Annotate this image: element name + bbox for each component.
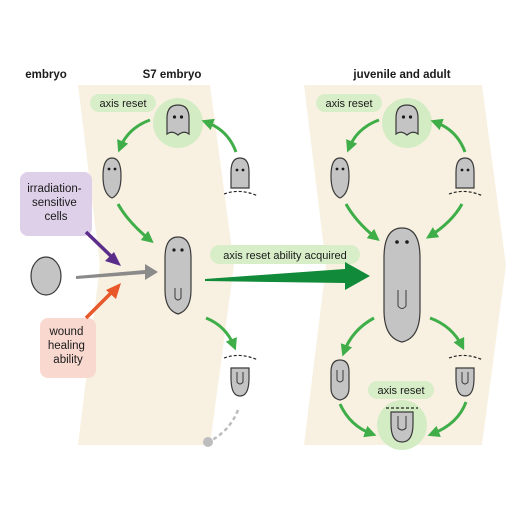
wound-healing-ability-box [40,318,96,378]
adult-bottom-fragment-pharynx [397,416,407,431]
adult-arrow-bottom-right [427,401,468,438]
adult-cut-line-bottom [448,354,484,361]
adult-arrow-right-top [430,118,467,153]
s7-arrow-right-top [201,118,238,153]
adult-bottom-left-pharynx [336,370,344,383]
s7-embryo-worm-eye [172,248,176,252]
s7-embryo-worm-eye [180,248,184,252]
adult-left-fragment-eye [341,167,345,171]
adult-arrow-left-down [344,203,380,241]
adult-tail-fragment [455,367,475,397]
s7-left-fragment-eye [107,167,111,171]
adult-worm-eye [405,240,409,244]
purple-arrow [84,230,116,261]
adult-arrow-down-left [340,316,375,357]
adult-left-fragment [330,157,350,199]
adult-bottom-left-fragment [330,359,350,401]
irradiation-sensitive-cells-box [20,172,92,236]
adult-arrow-right-down [425,203,464,239]
s7-dead-end-dot [203,437,213,447]
s7-right-fragment-eye [235,168,239,172]
adult-arrow-bottom-left-up [338,403,377,438]
adult-axis-reset-label-bottom: axis reset [377,385,424,397]
wound-box-label: wound healing ability [48,326,88,366]
s7-arrow-down-to-tail [205,316,237,351]
header-s7-embryo: S7 embryo [143,69,202,81]
s7-axis-reset-label: axis reset [99,98,146,110]
s7-head-fragment-eye [179,115,184,119]
adult-axis-reset-label-top: axis reset [325,98,372,110]
s7-tail-cut-line [223,354,259,361]
s7-arrow-top-left [117,118,151,153]
adult-cut-line-top [448,190,484,197]
adult-axis-reset-pill-top [316,94,382,112]
s7-embryo-worm [164,236,192,315]
s7-arrow-left-down [116,203,154,244]
s7-right-fragment [230,157,250,189]
s7-cut-line [223,190,259,197]
s7-left-fragment-eye [113,167,117,171]
adult-worm-pharynx [397,290,407,309]
adult-axis-reset-pill-bottom [368,381,434,399]
s7-head-fragment-eye [172,115,177,119]
adult-worm [383,227,421,343]
adult-left-fragment-eye [335,167,339,171]
adult-right-fragment-eye [460,168,464,172]
s7-left-fragment [102,157,122,199]
s7-tail-fragment [230,367,250,397]
irradiation-box-label: irradiation- sensitive cells [27,183,85,223]
s7-axis-reset-pill [90,94,156,112]
s7-tail-pharynx [236,372,244,385]
s7-head-fragment [166,104,190,136]
header-embryo: embryo [25,69,67,81]
purple-arrowhead [105,252,121,266]
adult-right-fragment-eye [466,168,470,172]
adult-head-fragment-eye [408,115,413,119]
axis-reset-acquired-arrow [205,262,370,290]
adult-arrow-top-left [346,118,380,153]
s7-dead-end-path [211,409,240,442]
s7-embryo-panel [78,85,234,445]
orange-arrow [84,289,115,320]
adult-head-fragment-eye [401,115,406,119]
orange-arrowhead [106,283,121,299]
s7-right-fragment-eye [241,168,245,172]
header-juvenile-adult: juvenile and adult [352,69,450,81]
acquired-pill [210,245,360,264]
s7-embryo-pharynx [174,288,182,301]
embryo-gray-arrow [76,264,158,280]
adult-head-fragment [395,104,419,136]
adult-worm-eye [395,240,399,244]
embryo-blob [30,256,62,296]
acquired-label: axis reset ability acquired [223,250,347,262]
adult-arrow-down-right [429,316,465,351]
adult-right-fragment [455,157,475,189]
adult-bottom-fragment [390,411,414,443]
adult-tail-pharynx [461,372,469,385]
